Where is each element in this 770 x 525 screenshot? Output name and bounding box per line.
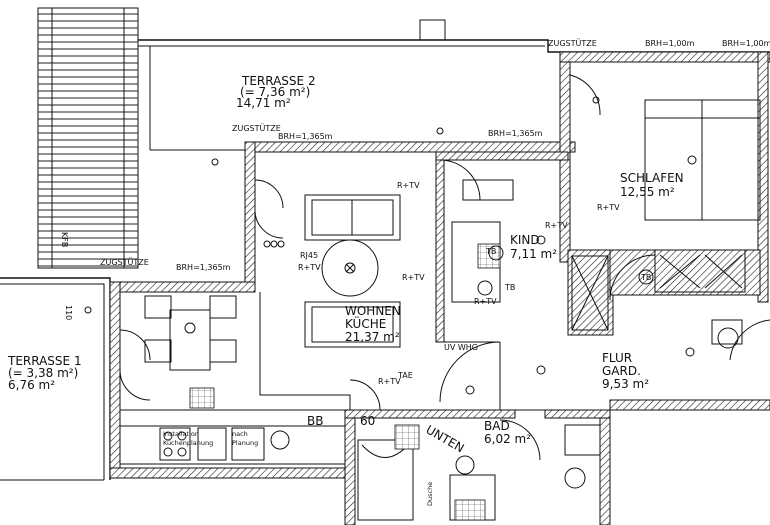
outlet-rtv-2: R+TV (298, 263, 321, 272)
flur-area: 9,53 m² (602, 377, 649, 391)
terrace-1-name: TERRASSE 1 (7, 354, 82, 368)
shower-note: Dusche (426, 482, 434, 506)
outer-walls (109, 51, 770, 525)
zugstuetze-mid: ZUGSTÜTZE (232, 123, 281, 133)
kitchen-note-4: Planung (232, 439, 258, 447)
kitchen-note-3: nach (232, 430, 248, 438)
kind-area: 7,11 m² (510, 247, 557, 261)
zugstuetze-top: ZUGSTÜTZE (548, 38, 597, 48)
outlet-rtv-4: R+TV (545, 221, 568, 230)
schlafen-name: SCHLAFEN (620, 171, 684, 185)
staircase (37, 7, 139, 269)
dim-110-label: 110 (64, 305, 73, 320)
brh-label-mid-2: BRH=1,365m (488, 129, 543, 138)
brh-label-mid-1: BRH=1,365m (278, 132, 333, 141)
terrace-1-calc: (= 3,38 m²) (8, 366, 78, 380)
schlafen-area: 12,55 m² (620, 185, 675, 199)
terrace-2-name: TERRASSE 2 (241, 74, 316, 88)
tb-label-2: TB (504, 283, 515, 292)
terrace-2-calc: (= 7,36 m²) (240, 85, 310, 99)
interior-lines (120, 249, 746, 411)
wohnen-sub: KÜCHE (345, 315, 386, 331)
brh-label-left: BRH=1,365m (176, 263, 231, 272)
wohnen-name: WOHNEN (345, 304, 401, 318)
tb-label-1: TB (485, 247, 496, 256)
outlet-rtv-1: R+TV (397, 181, 420, 190)
outlet-rtv-5: R+TV (597, 203, 620, 212)
outlet-rtv-3: R+TV (402, 273, 425, 282)
furniture (119, 99, 761, 521)
bb-label: BB (307, 414, 323, 428)
door-arcs (119, 74, 770, 461)
outlet-rj45: RJ45 (300, 251, 318, 260)
bad-name: BAD (484, 419, 510, 433)
kind-name: KIND (510, 233, 540, 247)
stair-down-label: UNTEN (424, 422, 467, 455)
flur-sub: GARD. (602, 364, 641, 378)
flur-name: FLUR (602, 351, 632, 365)
bad-area: 6,02 m² (484, 432, 531, 446)
dim-60-label: 60 (360, 414, 375, 428)
outlet-rtv-6: R+TV (474, 297, 497, 306)
room-labels: TERRASSE 2 (= 7,36 m²) 14,71 m² TERRASSE… (7, 74, 684, 446)
brh-label-top-2: BRH=1,00m (722, 39, 770, 48)
brh-label-top-1: BRH=1,00m (645, 39, 695, 48)
kfb-label: KFB (60, 232, 69, 247)
outlet-tae: TAE (397, 371, 413, 380)
outlet-rtv-7: R+TV (378, 377, 401, 386)
kitchen-note-2: Küchenplanung (163, 439, 213, 447)
kitchen-note-1: Installation (163, 430, 199, 438)
tb-label-3: TB (640, 273, 651, 282)
zugstuetze-left: ZUGSTÜTZE (100, 257, 149, 267)
terrace-2-area: 14,71 m² (236, 96, 291, 110)
terrace-1-area: 6,76 m² (8, 378, 55, 392)
uv-whg-label: UV WHG (444, 343, 478, 352)
wohnen-area: 21,37 m² (345, 330, 400, 344)
electrical-symbols (84, 96, 654, 314)
